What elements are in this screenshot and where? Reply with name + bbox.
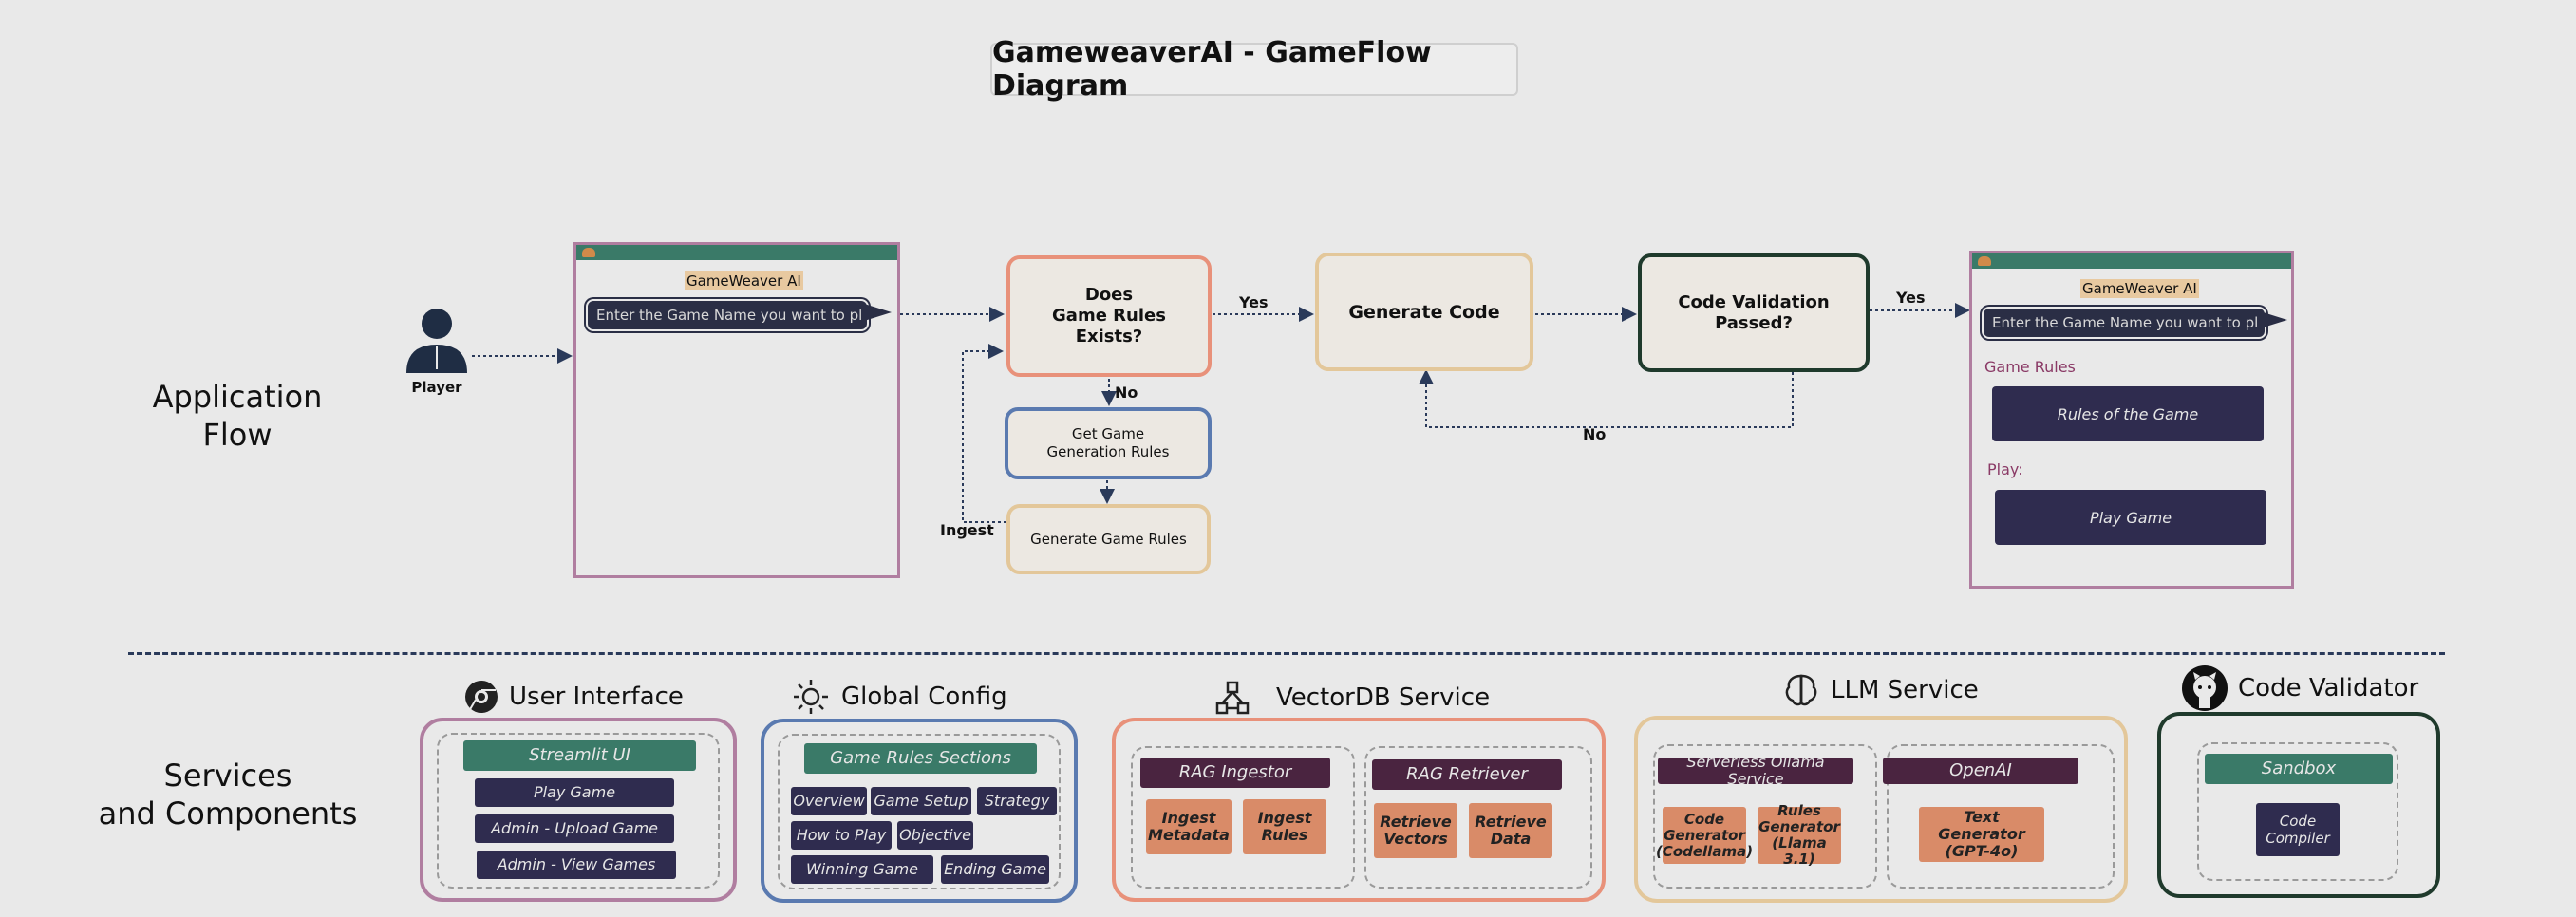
window-titlebar [1972, 253, 2291, 269]
rag-retriever-header: RAG Retriever [1372, 759, 1562, 790]
brain-icon [1785, 674, 1817, 706]
section-divider [128, 652, 2445, 655]
section-label-application-flow: Application Flow [152, 379, 323, 453]
service-title-llm: LLM Service [1783, 672, 1979, 708]
service-inner-ui [437, 733, 720, 889]
service-inner-ingestor [1131, 746, 1355, 889]
code-compiler: Code Compiler [2256, 803, 2340, 856]
config-item-overview: Overview [791, 787, 867, 815]
ui-item-admin-view: Admin - View Games [477, 851, 676, 879]
gear-icon [794, 680, 828, 714]
player-icon [406, 309, 467, 373]
ui-item-admin-upload: Admin - Upload Game [475, 814, 674, 843]
edge-label-ingest: Ingest [940, 521, 994, 539]
game-rules-sections-header: Game Rules Sections [804, 743, 1037, 774]
ingest-metadata: Ingest Metadata [1146, 799, 1232, 854]
config-item-ending-game: Ending Game [941, 855, 1049, 884]
service-title-validator: Code Validator [2179, 664, 2418, 712]
service-title-validator-text: Code Validator [2238, 674, 2419, 702]
app-title: GameWeaver AI [685, 271, 803, 290]
app-logo-icon [582, 248, 595, 257]
service-title-ui: User Interface [463, 679, 684, 715]
service-inner-validator [2197, 742, 2398, 881]
edge-label-no: No [1115, 384, 1138, 402]
rag-ingestor-header: RAG Ingestor [1140, 758, 1330, 788]
service-title-ui-text: User Interface [509, 683, 684, 711]
service-panel-llm: Serverless Ollama Service OpenAI Code Ge… [1634, 716, 2128, 903]
edge-label-yes: Yes [1239, 293, 1269, 311]
github-icon [2182, 665, 2228, 711]
game-name-input[interactable]: Enter the Game Name you want to play [588, 301, 867, 329]
service-panel-vectordb: RAG Ingestor RAG Retriever Ingest Metada… [1112, 718, 1606, 902]
config-item-objective: Objective [897, 821, 973, 850]
ingest-rules: Ingest Rules [1243, 799, 1326, 854]
service-title-vectordb-text: VectorDB Service [1276, 683, 1491, 712]
service-inner-openai [1887, 744, 2115, 889]
service-title-config-text: Global Config [841, 683, 1007, 711]
game-rules-label: Game Rules [1984, 358, 2076, 376]
code-generator-codellama: Code Generator (Codellama) [1656, 807, 1753, 864]
node-generate-rules: Generate Game Rules [1006, 504, 1211, 574]
browser-icon [465, 681, 498, 713]
app-logo-icon [1978, 256, 1991, 266]
node-generate-code: Generate Code [1315, 253, 1533, 371]
streamlit-ui-header: Streamlit UI [463, 740, 696, 771]
service-inner-retriever [1364, 746, 1592, 889]
service-title-llm-text: LLM Service [1831, 676, 1979, 704]
node-get-rules: Get Game Generation Rules [1005, 407, 1212, 479]
retrieve-data: Retrieve Data [1469, 803, 1552, 858]
service-panel-validator: Sandbox Code Compiler [2157, 712, 2440, 898]
rules-generator-llama: Rules Generator (Llama 3.1) [1758, 802, 1841, 868]
ollama-service-header: Serverless Ollama Service [1658, 754, 1853, 788]
app-window-result: GameWeaver AI Enter the Game Name you wa… [1969, 251, 2294, 589]
service-panel-config: Game Rules Sections Overview Game Setup … [761, 719, 1078, 903]
openai-header: OpenAI [1883, 758, 2078, 784]
config-item-winning-game: Winning Game [791, 855, 933, 884]
app-window-input: GameWeaver AI Enter the Game Name you wa… [573, 242, 900, 578]
service-inner-ollama [1653, 744, 1877, 889]
service-title-config: Global Config [790, 676, 1007, 718]
network-icon [1215, 681, 1250, 715]
config-item-game-setup: Game Setup [871, 787, 971, 815]
section-label-services: Services and Components [98, 758, 358, 832]
node-code-validation: Code Validation Passed? [1638, 253, 1870, 372]
node-rules-exists: Does Game Rules Exists? [1006, 255, 1212, 377]
game-name-input[interactable]: Enter the Game Name you want to play [1984, 309, 2265, 337]
edge-label-yes-2: Yes [1896, 289, 1926, 307]
play-label: Play: [1987, 460, 2023, 478]
send-icon[interactable] [861, 303, 892, 322]
sandbox-header: Sandbox [2205, 754, 2393, 784]
service-title-vectordb: VectorDB Service [1215, 681, 1490, 715]
config-item-strategy: Strategy [977, 787, 1057, 815]
window-titlebar [576, 245, 897, 260]
text-generator-gpt4o: Text Generator (GPT-4o) [1919, 807, 2044, 862]
edge-label-no-2: No [1583, 425, 1607, 443]
send-icon[interactable] [2257, 310, 2287, 329]
player: Player [399, 309, 475, 396]
app-title: GameWeaver AI [2080, 279, 2199, 298]
player-label: Player [411, 379, 462, 396]
rules-of-game-button[interactable]: Rules of the Game [1992, 386, 2264, 441]
play-game-button[interactable]: Play Game [1995, 490, 2266, 545]
service-inner-config [778, 734, 1061, 889]
service-panel-ui: Streamlit UI Play Game Admin - Upload Ga… [420, 718, 737, 902]
retrieve-vectors: Retrieve Vectors [1374, 803, 1457, 858]
config-item-how-to-play: How to Play [791, 821, 892, 850]
ui-item-play-game: Play Game [475, 778, 674, 807]
